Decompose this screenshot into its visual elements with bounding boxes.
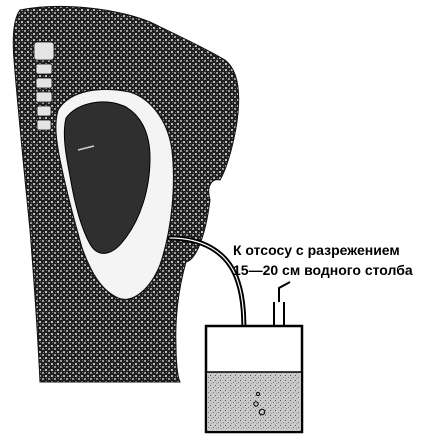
jar-fluid bbox=[208, 372, 300, 430]
suction-caption: К отсосу с разрежением 15—20 см водного … bbox=[233, 240, 423, 280]
suction-outlet bbox=[274, 282, 290, 326]
caption-line-2: 15—20 см водного столба bbox=[233, 260, 423, 280]
caption-line-1: К отсосу с разрежением bbox=[233, 240, 423, 260]
collection-jar bbox=[206, 326, 302, 432]
